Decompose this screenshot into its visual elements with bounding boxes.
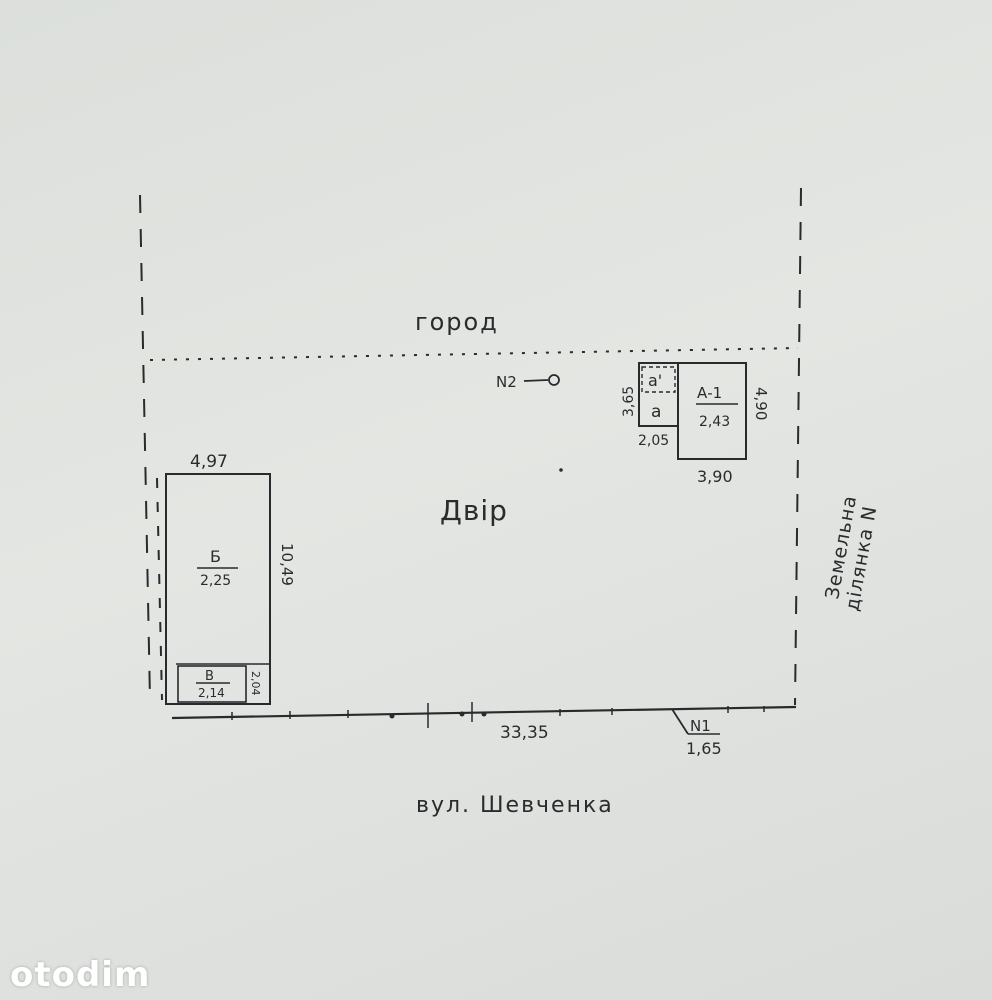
building-v-outline — [177, 665, 247, 703]
building-b-length-dim: 10,49 — [278, 543, 296, 586]
street-label: вул. Шевченка — [416, 793, 614, 818]
garden-yard-divider — [149, 347, 799, 361]
building-v-length-dim: 2,04 — [249, 671, 262, 696]
yard-label: Двір — [440, 494, 508, 527]
annex-a-width-dim: 2,05 — [638, 433, 669, 449]
building-v-name: В — [205, 669, 214, 684]
gate-n1-marker — [671, 708, 689, 735]
annex-a-prime-name: а' — [648, 371, 662, 390]
street-point-3 — [481, 711, 487, 717]
annex-a-depth-dim: 3,65 — [621, 386, 637, 417]
street-point-2 — [459, 711, 465, 717]
building-b-name: Б — [210, 547, 221, 566]
right-boundary-line — [794, 187, 802, 706]
building-a1-height: 2,43 — [699, 414, 730, 430]
watermark-logo: otodim — [10, 955, 151, 995]
gate-n1-width: 1,65 — [686, 739, 722, 758]
point-n2-label: N2 — [496, 373, 517, 391]
left-yard-boundary — [156, 477, 163, 701]
annex-a-name: а — [651, 402, 661, 422]
gate-n1-label: N1 — [690, 717, 711, 735]
point-n2-leader — [523, 379, 549, 382]
building-a1-outline — [677, 362, 747, 460]
building-a1-depth-dim: 4,90 — [752, 387, 770, 420]
building-b-height: 2,25 — [200, 573, 231, 589]
yard-center-dot — [559, 468, 563, 472]
building-b-outline — [165, 473, 271, 705]
building-a1-name: А-1 — [697, 384, 722, 402]
garden-label: город — [415, 308, 499, 336]
building-b-width-dim: 4,97 — [190, 452, 228, 472]
street-point-1 — [389, 713, 395, 719]
left-boundary-line — [139, 194, 151, 701]
building-v-height: 2,14 — [198, 686, 225, 700]
building-a1-width-dim: 3,90 — [697, 467, 733, 486]
point-n2-marker — [548, 374, 560, 386]
annex-a-outline — [638, 362, 679, 427]
street-frontage-dim: 33,35 — [500, 723, 549, 743]
annex-a-prime-outline — [641, 366, 676, 393]
